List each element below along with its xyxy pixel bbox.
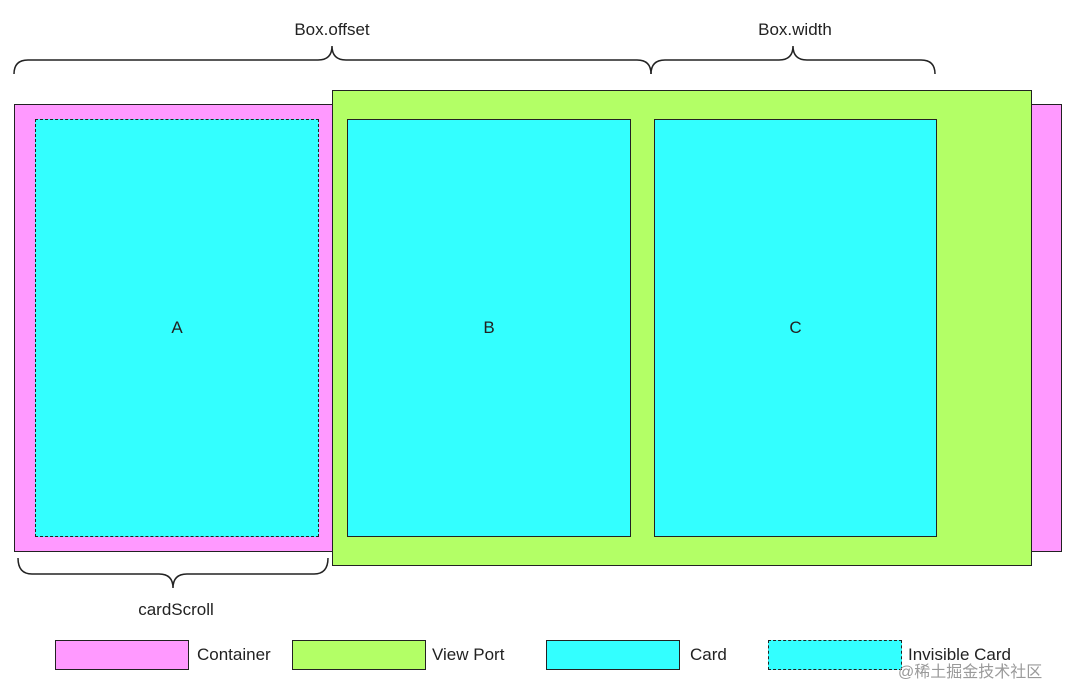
offset-bracket — [13, 45, 652, 75]
legend-container-label: Container — [197, 645, 271, 664]
card-b-label: B — [483, 318, 495, 337]
card-c-label: C — [789, 318, 802, 337]
width-bracket — [650, 45, 936, 75]
card-b: B — [347, 119, 631, 537]
card-c: C — [654, 119, 937, 537]
card-scroll-label: cardScroll — [138, 600, 214, 619]
legend-viewport-label: View Port — [432, 645, 505, 664]
box-width-label: Box.width — [758, 20, 832, 39]
box-offset-label: Box.offset — [294, 20, 370, 39]
legend-invisible-card-label: Invisible Card — [908, 645, 1011, 664]
legend-card-swatch — [546, 640, 680, 670]
legend-invisible-card-swatch — [768, 640, 902, 670]
card-a-label: A — [171, 318, 183, 337]
card-scroll-bracket — [17, 557, 329, 589]
legend-card-label: Card — [690, 645, 727, 664]
legend-container-swatch — [55, 640, 189, 670]
watermark: @稀土掘金技术社区 — [898, 664, 1043, 681]
card-a: A — [35, 119, 319, 537]
legend-viewport-swatch — [292, 640, 426, 670]
